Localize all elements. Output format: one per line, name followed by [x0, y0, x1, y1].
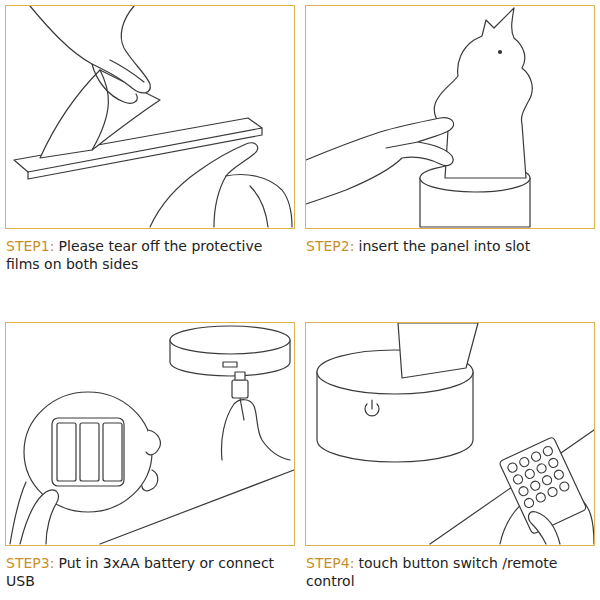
- remote-button: [547, 486, 559, 498]
- step4-illustration: [317, 323, 594, 544]
- step-panel: STEP2:insert the panel into slot: [305, 5, 595, 229]
- remote-button: [541, 474, 553, 486]
- step-number: STEP2:: [306, 238, 354, 254]
- remote-button: [524, 468, 536, 480]
- hand-outline: [150, 143, 292, 227]
- lamp-base-top: [170, 326, 290, 354]
- step-caption: STEP2: insert the panel into slot: [306, 238, 600, 256]
- hand-outline: [306, 118, 454, 204]
- step-panel: STEP3:Put in 3xAA battery or connect USB: [5, 322, 295, 546]
- step-caption: STEP1:Please tear off the protective fil…: [6, 238, 300, 273]
- step-panel: STEP1:Please tear off the protective fil…: [5, 5, 295, 229]
- battery-slot: [57, 423, 76, 481]
- finger-outline: [146, 430, 160, 455]
- finger-line: [214, 176, 226, 227]
- step-caption: STEP4:touch button switch /remote contro…: [306, 555, 600, 590]
- finger-line: [386, 142, 418, 148]
- power-symbol: [371, 400, 372, 409]
- step-caption: STEP3:Put in 3xAA battery or connect USB: [6, 555, 300, 590]
- battery-slot: [103, 423, 122, 481]
- hand-outline: [222, 400, 291, 460]
- remote-button: [530, 451, 542, 463]
- step-panel: STEP4:touch button switch /remote contro…: [305, 322, 595, 546]
- step2-illustration: [306, 8, 532, 227]
- finger-line: [110, 60, 144, 82]
- remote-button: [536, 462, 548, 474]
- step3-illustration: [10, 326, 294, 544]
- remote-button: [507, 462, 519, 474]
- step-number: STEP4:: [306, 555, 354, 571]
- usb-plug: [232, 380, 248, 398]
- step-number: STEP3:: [6, 555, 54, 571]
- remote-button: [542, 445, 554, 457]
- usb-tip: [235, 372, 245, 380]
- thumb-outline: [529, 512, 560, 544]
- acrylic-panel: [398, 323, 478, 378]
- step1-illustration: [14, 6, 292, 227]
- thumb-outline: [20, 490, 58, 544]
- remote-button: [529, 480, 541, 492]
- remote-button: [518, 485, 530, 497]
- remote-button: [535, 492, 547, 504]
- remote-button: [518, 456, 530, 468]
- finger-line: [250, 186, 268, 227]
- step-instruction: insert the panel into slot: [359, 238, 531, 254]
- remote-button: [523, 497, 535, 509]
- battery-compartment: [52, 418, 124, 486]
- unicorn-eye: [499, 51, 502, 54]
- remote-button: [553, 469, 565, 481]
- usb-port: [223, 362, 237, 367]
- remote-button: [512, 473, 524, 485]
- hand-outline: [30, 6, 150, 93]
- thumb-outline: [92, 64, 137, 103]
- remote-button: [558, 481, 570, 493]
- battery-slot: [80, 423, 99, 481]
- remote-button: [547, 457, 559, 469]
- finger-outline: [142, 470, 158, 491]
- step-number: STEP1:: [6, 238, 54, 254]
- usb-cable: [240, 398, 244, 420]
